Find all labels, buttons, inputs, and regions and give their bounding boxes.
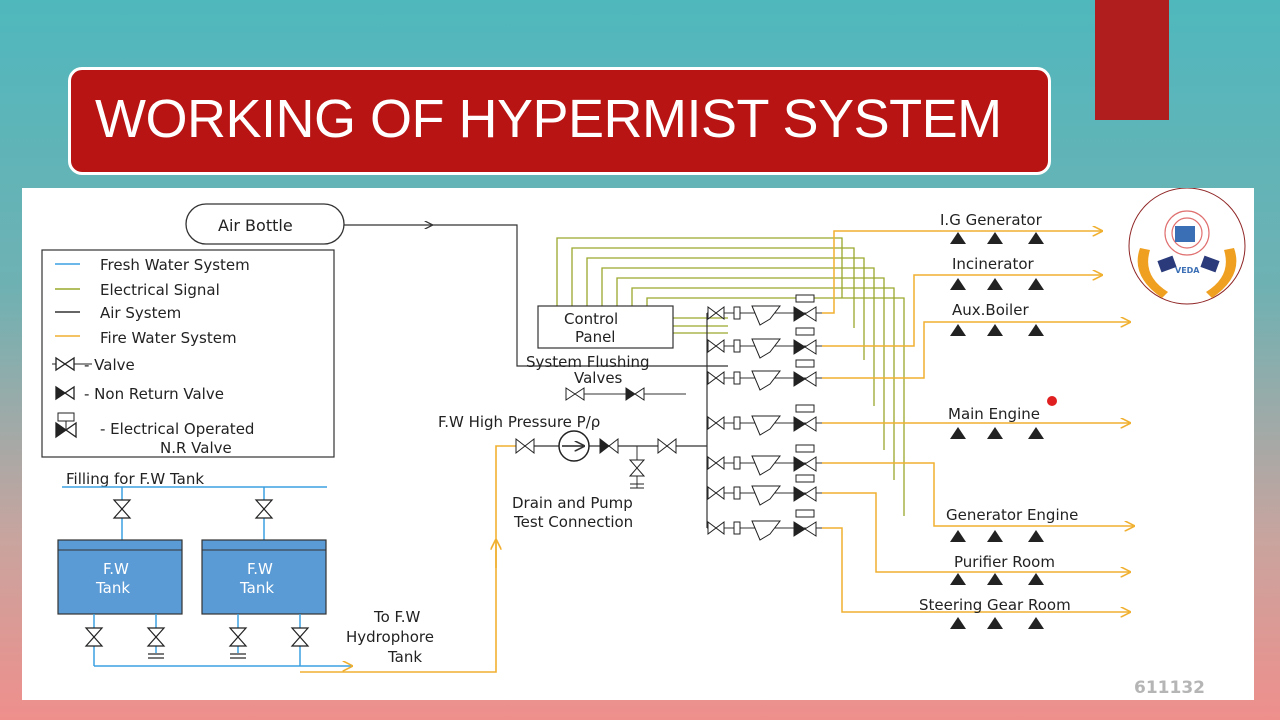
tank2-label-2: Tank xyxy=(239,579,274,597)
hypermist-diagram: Fresh Water System Electrical Signal Air… xyxy=(41,187,1246,698)
fw-tank-2: F.W Tank xyxy=(201,539,327,615)
legend-eo-nrv-line2: N.R Valve xyxy=(160,439,232,457)
title-banner: WORKING OF HYPERMIST SYSTEM xyxy=(68,67,1051,175)
tank1-label-1: F.W xyxy=(103,560,129,578)
legend-electrical: Electrical Signal xyxy=(100,281,220,299)
air-bottle-label: Air Bottle xyxy=(218,216,293,235)
air-bottle: Air Bottle xyxy=(185,203,345,245)
drain-label-1: Drain and Pump xyxy=(512,494,633,512)
drain-label-2: Test Connection xyxy=(513,513,633,531)
legend-air: Air System xyxy=(100,304,181,322)
accent-bar xyxy=(1095,0,1169,120)
tank1-label-2: Tank xyxy=(95,579,130,597)
outlet-lines xyxy=(822,231,1134,612)
dest-main-engine: Main Engine xyxy=(948,405,1040,423)
dest-generator-engine: Generator Engine xyxy=(946,506,1078,524)
legend: Fresh Water System Electrical Signal Air… xyxy=(41,249,335,458)
legend-eo-nrv-line1: - Electrical Operated xyxy=(100,420,254,438)
legend-valve: - Valve xyxy=(84,356,135,374)
watermark: 611132 xyxy=(1134,678,1205,698)
dest-purifier-room: Purifier Room xyxy=(954,553,1055,571)
flushing-label-1: System Flushing xyxy=(526,353,650,371)
logo-text: VEDA xyxy=(1175,266,1200,275)
destinations: I.G Generator Incinerator Aux.Boiler Mai… xyxy=(919,211,1078,614)
tank2-label-1: F.W xyxy=(247,560,273,578)
fw-tank-1: F.W Tank xyxy=(57,539,183,615)
diagram-panel: Fresh Water System Electrical Signal Air… xyxy=(22,187,1254,700)
legend-nrv: - Non Return Valve xyxy=(84,385,224,403)
dest-incinerator: Incinerator xyxy=(952,255,1034,273)
control-panel: Control Panel xyxy=(537,305,674,349)
dest-steering-gear-room: Steering Gear Room xyxy=(919,596,1071,614)
electrical-lines xyxy=(556,237,905,516)
non-return-valve-icon xyxy=(55,385,75,401)
valve-icon xyxy=(52,356,92,372)
control-panel-label-2: Panel xyxy=(575,328,615,346)
slide-title: WORKING OF HYPERMIST SYSTEM xyxy=(95,89,1002,149)
pointer-dot xyxy=(1047,396,1057,406)
hydrophore-label-3: Tank xyxy=(387,648,422,666)
electrical-operated-nrv-icon xyxy=(55,412,77,439)
filling-label: Filling for F.W Tank xyxy=(66,470,204,488)
hydrophore-label-1: To F.W xyxy=(373,608,421,626)
tank-outlet-valve-icon xyxy=(84,627,310,647)
legend-fresh-water: Fresh Water System xyxy=(100,256,250,274)
section-valves xyxy=(707,294,822,541)
pump-label: F.W High Pressure P/ρ xyxy=(438,413,600,431)
flushing-valve-icon xyxy=(565,387,686,401)
hydrophore-label-2: Hydrophore xyxy=(346,628,434,646)
mist-nozzles xyxy=(950,232,1044,629)
dest-aux-boiler: Aux.Boiler xyxy=(952,301,1029,319)
veda-logo: VEDA xyxy=(1128,187,1246,305)
pump-line xyxy=(515,430,707,489)
tank-inlet-valve-icon xyxy=(112,499,274,519)
dest-ig-generator: I.G Generator xyxy=(940,211,1043,229)
drain-icon xyxy=(148,653,246,659)
flushing-label-2: Valves xyxy=(574,369,623,387)
control-panel-label-1: Control xyxy=(564,310,618,328)
legend-fire-water: Fire Water System xyxy=(100,329,237,347)
